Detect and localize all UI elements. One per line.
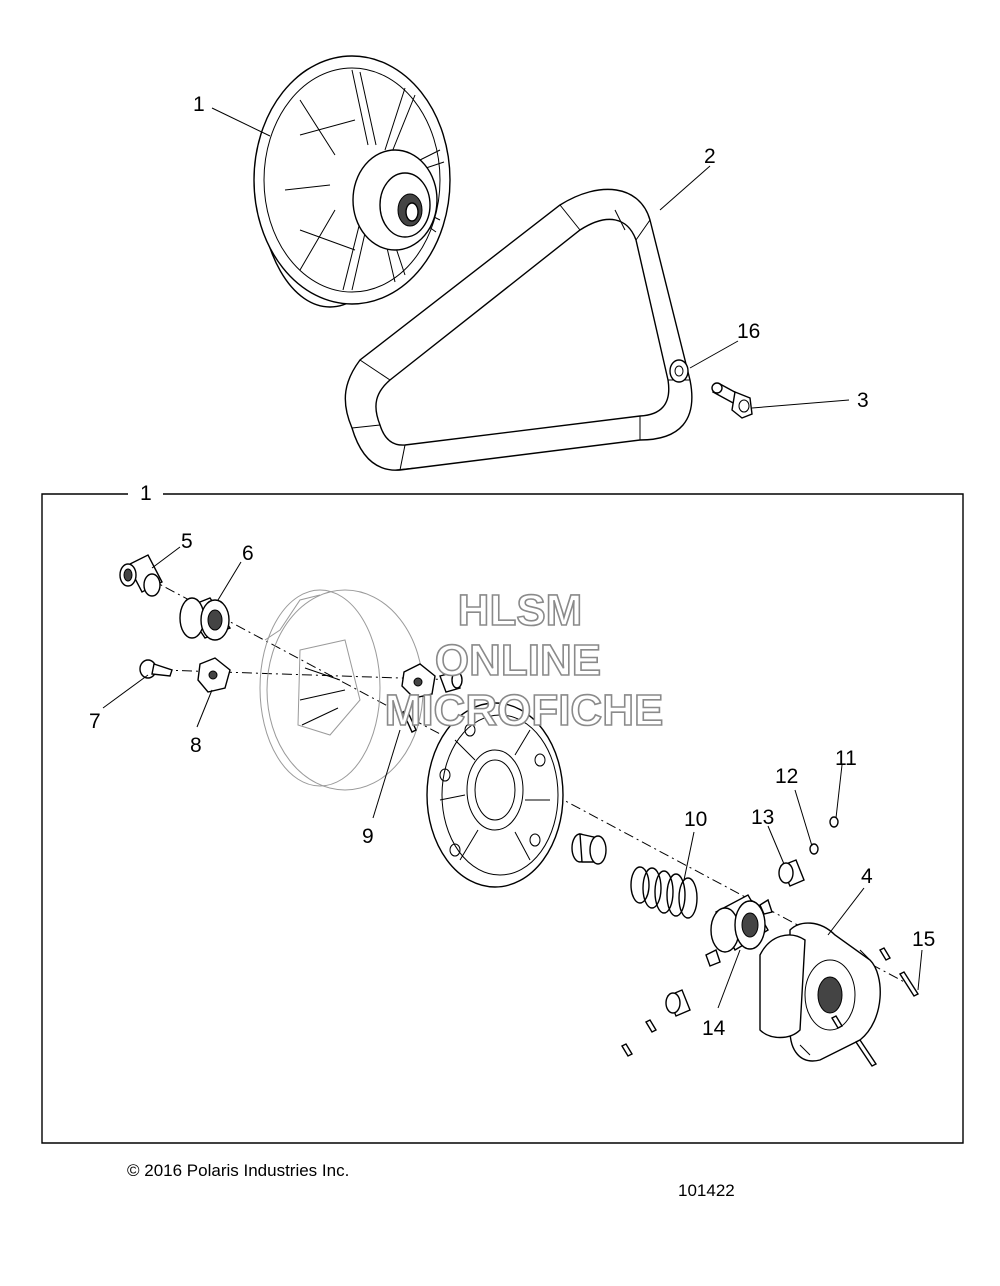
callout-8: 8	[190, 734, 202, 757]
cam-plate-drawing	[426, 702, 564, 888]
cover-drawing	[759, 922, 881, 1062]
callout-6: 6	[242, 542, 254, 565]
callout-10: 10	[684, 808, 707, 831]
callout-1-top: 1	[193, 93, 205, 116]
figure-id: 101422	[678, 1181, 735, 1200]
bushing-drawing	[119, 554, 163, 597]
spring-drawing	[630, 866, 698, 919]
roller-block-2-drawing	[401, 663, 463, 699]
watermark-line-1: HLSM	[458, 586, 583, 635]
bearing-drawing	[179, 597, 232, 641]
roller-13-drawing	[665, 859, 805, 1017]
movable-sheave-drawing	[259, 589, 424, 791]
exploded-view-frame	[41, 493, 964, 1144]
callout-1-box: 1	[140, 482, 152, 505]
watermark: HLSM ONLINE MICROFICHE	[384, 585, 664, 736]
clutch-assembly-drawing	[253, 55, 451, 308]
pin-drawing	[139, 659, 173, 679]
callout-2: 2	[704, 145, 716, 168]
leader-lines	[102, 107, 923, 1009]
roller-block-drawing	[197, 657, 231, 693]
callout-3: 3	[857, 389, 869, 412]
callout-12: 12	[775, 765, 798, 788]
callout-numbers: 1 2 16 3 1 5 6 7 8 9 10 11 12 13 4 14 15	[89, 93, 935, 1040]
callout-9: 9	[362, 825, 374, 848]
drive-belt-drawing	[344, 188, 693, 471]
callout-11: 11	[835, 747, 857, 770]
watermark-line-2: ONLINE	[435, 636, 601, 685]
screws-drawing	[621, 947, 920, 1067]
watermark-line-3: MICROFICHE	[385, 686, 664, 735]
copyright-text: © 2016 Polaris Industries Inc.	[127, 1161, 350, 1180]
callout-16: 16	[737, 320, 760, 343]
dowel-pin-drawing	[402, 709, 417, 733]
callout-14: 14	[702, 1017, 726, 1040]
clip-11-drawing	[829, 816, 839, 828]
bolt-drawing	[711, 382, 753, 419]
bearing-carrier-drawing	[705, 894, 773, 967]
callout-4: 4	[861, 865, 873, 888]
washer-12-drawing	[809, 843, 819, 855]
callout-15: 15	[912, 928, 935, 951]
callout-7: 7	[89, 710, 101, 733]
spacer-ring-drawing	[571, 833, 607, 865]
washer-drawing	[669, 359, 689, 383]
callout-5: 5	[181, 530, 193, 553]
callout-13: 13	[751, 806, 774, 829]
